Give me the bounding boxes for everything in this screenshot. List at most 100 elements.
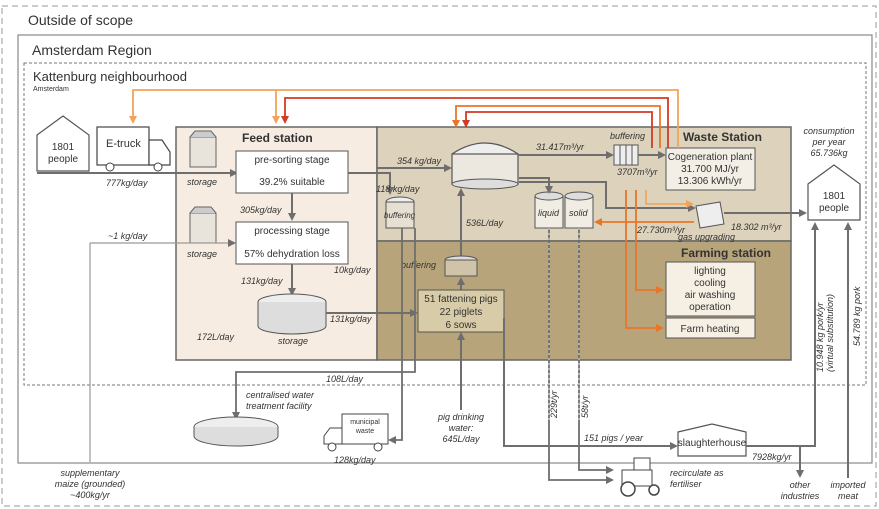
neighbourhood-boundary [23,62,867,386]
flow-31417-label: 31.417m³/yr [536,142,585,152]
slaughterhouse-label: slaughterhouse [678,438,747,449]
heat-loop-red-feed [281,97,669,148]
digester-icon [451,142,519,190]
farm-heating-box [665,317,756,339]
water-facility-line-1: centralised water [246,390,315,400]
cogen-value-2: 13.306 kWh/yr [678,176,743,187]
storage-label-c: storage [278,336,308,346]
solid-tank-icon [564,191,594,229]
farm-service-4: operation [689,302,731,313]
heat-loop-light-orange [272,89,679,148]
flow-131b-label: 131kg/day [330,314,372,324]
flow-to-water-treatment [232,228,416,420]
pigs-fattening: 51 fattening pigs [424,294,497,305]
cogen-value-1: 31.700 MJ/yr [681,164,739,175]
liquid-label: liquid [538,208,560,218]
people-left-label: people [48,154,78,165]
gas-upgrading-label: gas upgrading [678,232,735,242]
feed-buffering-label: buffering [384,211,416,220]
farming-station-title: Farming station [681,246,771,260]
flow-to-municipal-waste [388,228,403,444]
neighbourhood-sublabel: Amsterdam [33,86,69,93]
pig-pen-box [417,289,505,333]
storage-label-a: storage [187,177,217,187]
etruck-icon [96,126,171,172]
slaughterhouse-icon [677,423,747,457]
farm-service-2: cooling [694,278,726,289]
storage-bin-icon-a [189,130,217,168]
farm-buffering-tank-icon [444,255,478,277]
other-industries-line-2: industries [781,491,820,501]
drinking-line-2: water: [449,423,474,433]
municipal-waste-line-2: waste [355,428,374,435]
flow-7928-label: 7928kg/yr [752,452,793,462]
processing-stage-box [235,221,349,265]
flow-pigs-to-slaughterhouse [503,318,678,450]
flow-1-label: ~1 kg/day [108,231,148,241]
outside-scope-boundary [1,5,877,507]
flow-to-other-industries [790,445,804,478]
pork-substitution-label: 10.948 kg pork/yr [815,301,825,372]
drinking-line-3: 645L/day [442,434,480,444]
farm-service-3: air washing [685,290,736,301]
flow-18302-label: 18.302 m³/yr [731,222,783,232]
imported-pork-label: 54.789 kg pork [852,286,862,346]
water-treatment-icon [193,416,279,447]
processing-stage-value: 57% dehydration loss [244,249,340,260]
waste-station-title: Waste Station [683,130,762,144]
flow-3707-label: 3707m³/yr [617,167,659,177]
people-right-label: people [819,203,849,214]
flow-128-label: 128kg/day [334,455,376,465]
fertiliser-line-2: fertiliser [670,479,703,489]
farm-service-1: lighting [694,266,726,277]
people-house-right [807,164,861,221]
presort-stage-value: 39.2% suitable [259,177,325,188]
imported-meat-line-1: imported [830,480,866,490]
flow-536-label: 536L/day [466,218,504,228]
flow-27730-label: 27.730m³/yr [636,225,686,235]
flow-305-label: 305kg/day [240,205,282,215]
pigs-piglets: 22 piglets [440,307,483,318]
cogeneration-plant-box [665,147,756,191]
people-left-count: 1801 [52,142,75,153]
flow-slaughter-to-people [790,222,819,447]
flow-digester-to-upgrading [519,181,696,212]
people-right-count: 1801 [823,191,846,202]
flow-presort-to-buffer [348,172,394,195]
heat-loop-red-waste [462,111,653,148]
heat-loop-etruck [129,89,276,124]
solid-label: solid [569,208,589,218]
flow-172-label: 172L/day [197,332,235,342]
flow-10-label: 10kg/day [334,265,371,275]
etruck-label: E-truck [106,138,141,150]
region-boundary [17,34,873,464]
farm-heating-label: Farm heating [681,324,740,335]
flow-229-label: 229t/yr [549,389,559,419]
municipal-waste-truck-icon [323,413,389,452]
cogen-to-upgrading-orange [645,190,694,208]
flow-118-label: 118 kg/day [376,184,420,194]
tractor-icon [620,457,660,497]
fertiliser-line-1: recirculate as [670,468,724,478]
flow-58-label: 58t/yr [580,394,590,418]
flow-354-label: 354 kg/day [397,156,442,166]
pigs-sows: 6 sows [445,320,476,331]
pork-substitution-note: (virtual substitution) [825,294,835,372]
outside-scope-label: Outside of scope [28,12,133,28]
etruck-flow-label: 777kg/day [106,178,148,188]
flow-108-label: 108L/day [326,374,364,384]
farm-services-box [665,261,756,317]
presort-stage-title: pre-sorting stage [254,155,329,166]
consumption-line-1: consumption [803,126,854,136]
municipal-waste-line-1: municipal [350,419,380,426]
flow-131-label: 131kg/day [241,276,283,286]
gas-upgrading-icon [695,201,725,229]
farm-buffering-label: buffering [401,260,436,270]
flow-151-label: 151 pigs / year [584,433,644,443]
flow-digester-to-tanks [519,177,553,194]
neighbourhood-label: Kattenburg neighbourhood [33,69,187,84]
supplementary-line-1: supplementary [60,468,120,478]
drinking-line-1: pig drinking [437,412,484,422]
other-industries-line-1: other [790,480,812,490]
